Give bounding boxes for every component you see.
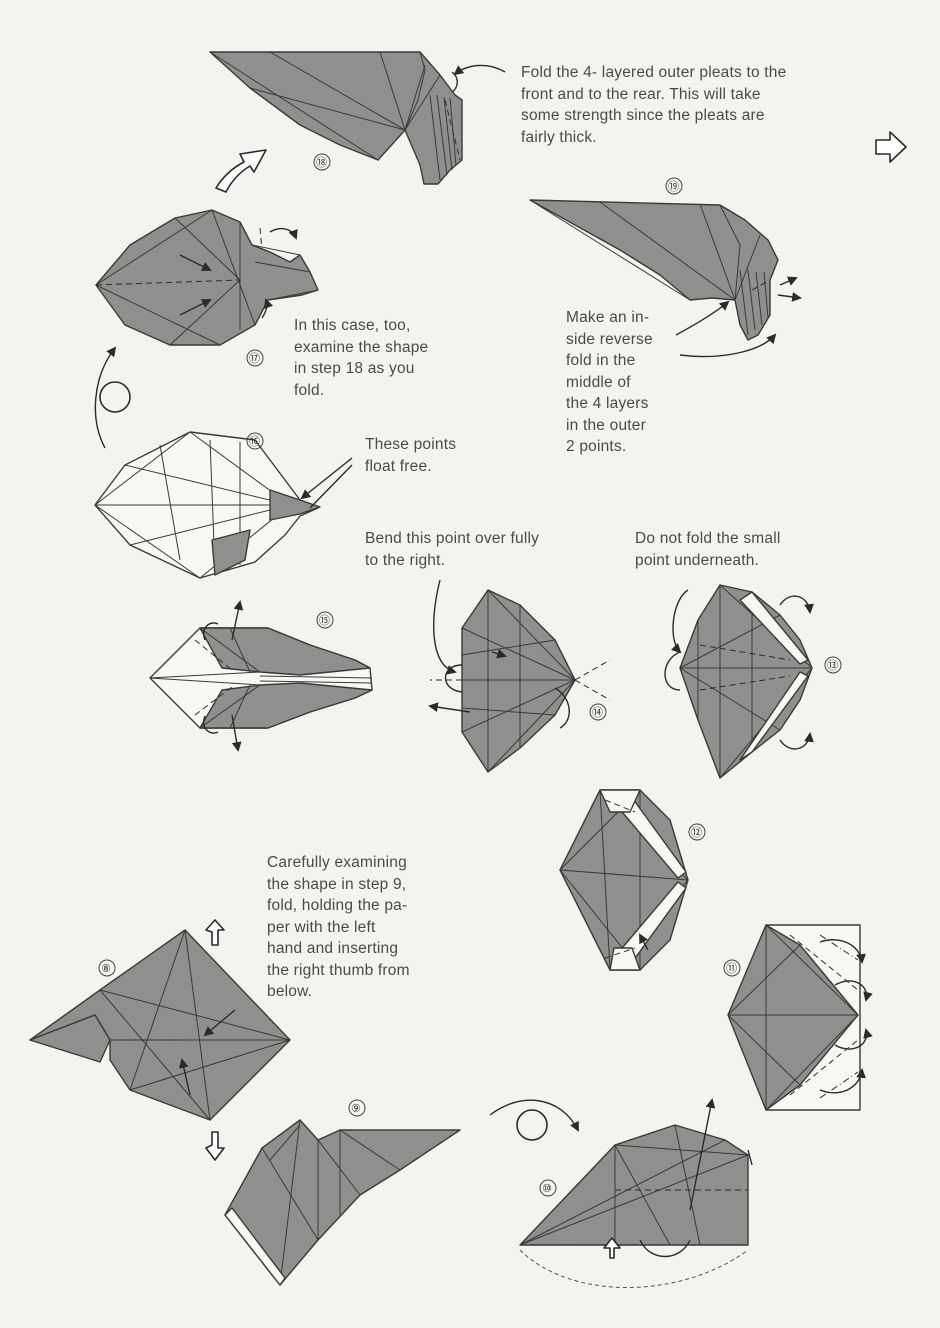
step-17-figure	[95, 209, 319, 346]
turn-over-icon	[94, 346, 131, 449]
step-8-hollow-arrows	[205, 919, 225, 1161]
step-19-number: ⑲	[668, 180, 679, 193]
step-18-instruction: Fold the 4- layered outer pleats to the …	[521, 64, 787, 146]
step-8-label: ⑧	[98, 959, 116, 977]
step-13-instruction: Do not fold the small point underneath.	[635, 530, 781, 569]
step-16-instruction: These points float free.	[365, 436, 457, 475]
step-16-number: ⑯	[249, 435, 260, 448]
step-9-figure	[224, 1119, 461, 1286]
step-12-label: ⑫	[688, 823, 706, 841]
step-19-instruction: Make an in- side reverse fold in the mid…	[566, 309, 653, 455]
step-8-figure	[29, 929, 291, 1121]
turn-over-icon-2	[489, 1099, 579, 1141]
step-13-figure	[664, 584, 814, 779]
step-11-number: ⑪	[726, 962, 737, 975]
step-10-figure	[519, 1098, 753, 1288]
step-9-number: ⑨	[351, 1103, 361, 1115]
step-8-number: ⑧	[101, 963, 111, 975]
curved-hollow-arrow-icon	[215, 149, 267, 193]
step-14-instruction: Bend this point over fully to the right.	[365, 530, 540, 569]
step-14-number: ⑭	[592, 706, 603, 719]
step-16-figure	[94, 431, 353, 579]
step-19-label: ⑲	[665, 177, 683, 195]
step-18-label: ⑱	[313, 153, 331, 171]
step-19-figure	[529, 199, 802, 358]
step-11-label: ⑪	[723, 959, 741, 977]
hollow-arrow-right-icon	[875, 131, 907, 163]
step-10-label: ⑩	[539, 1179, 557, 1197]
step-15-figure	[149, 600, 373, 752]
step-14-label: ⑭	[589, 703, 607, 721]
step-12-figure	[559, 789, 689, 971]
step-8-instruction: Carefully examining the shape in step 9,…	[267, 854, 410, 1000]
step-14-figure	[428, 579, 611, 773]
step-13-label: ⑬	[824, 656, 842, 674]
step-15-number: ⑮	[319, 614, 330, 627]
step-12-number: ⑫	[691, 826, 702, 839]
step-17-number: ⑰	[249, 352, 260, 365]
step-10-number: ⑩	[542, 1183, 552, 1195]
step-11-figure	[727, 924, 873, 1111]
step-18-figure	[209, 51, 506, 185]
step-17-instruction: In this case, too, examine the shape in …	[294, 317, 429, 399]
step-13-number: ⑬	[827, 659, 838, 672]
step-16-label: ⑯	[246, 432, 264, 450]
step-18-number: ⑱	[316, 156, 327, 169]
step-9-label: ⑨	[348, 1099, 366, 1117]
step-15-label: ⑮	[316, 611, 334, 629]
step-17-label: ⑰	[246, 349, 264, 367]
